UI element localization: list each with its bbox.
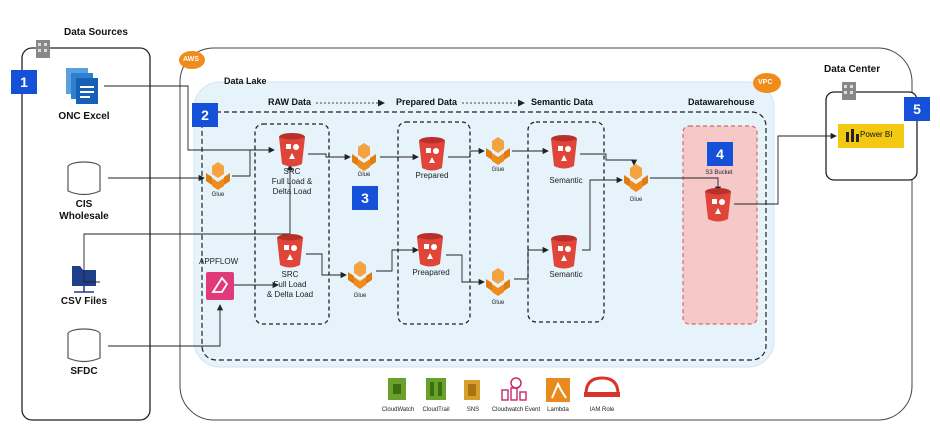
semantic-top-label: Semantic — [549, 176, 583, 185]
source-onc-excel: ONC Excel — [58, 111, 110, 122]
database-icon — [67, 161, 101, 196]
service-sns: SNS — [466, 407, 480, 413]
service-cloudwatch-event: Cloudwatch Event — [491, 407, 541, 413]
building-icon — [36, 40, 50, 58]
cloudwatch-icon — [388, 378, 406, 400]
appflow-icon — [206, 272, 234, 300]
warehouse-stage-box — [682, 125, 758, 325]
cloudwatch-event-icon — [501, 377, 527, 401]
s3-bucket-icon — [277, 234, 303, 268]
s3-bucket-icon — [551, 135, 577, 169]
service-cloudwatch: CloudWatch — [381, 407, 415, 413]
data-lake-label: Data Lake — [224, 76, 267, 86]
building-icon — [842, 82, 856, 100]
glue-label: Glue — [629, 197, 643, 203]
lambda-icon — [546, 378, 570, 402]
raw-stage-box — [254, 123, 330, 325]
source-cis-wholesale: CIS Wholesale — [59, 199, 109, 222]
appflow-label: APPFLOW — [199, 257, 239, 266]
s3-bucket-icon — [551, 235, 577, 269]
semantic-bottom-label: Semantic — [549, 270, 583, 279]
stage-raw-label: RAW Data — [268, 97, 312, 107]
powerbi-icon — [846, 129, 859, 142]
step-badge-4: 4 — [707, 142, 733, 166]
glue-label: Glue — [357, 172, 371, 178]
step-badge-2: 2 — [192, 103, 218, 127]
glue-label: Glue — [491, 300, 505, 306]
cloudtrail-icon — [426, 378, 446, 400]
vpc-cloud-icon — [753, 73, 781, 93]
processing-region — [201, 111, 767, 361]
database-icon — [67, 328, 101, 363]
service-cloudtrail: CloudTrail — [422, 407, 450, 413]
aws-cloud-icon — [179, 51, 205, 69]
stage-prepared-label: Prepared Data — [396, 97, 458, 107]
glue-label: Glue — [353, 293, 367, 299]
sns-icon — [464, 380, 480, 400]
source-csv-files: CSV Files — [60, 296, 108, 307]
stage-semantic-label: Semantic Data — [531, 97, 594, 107]
powerbi-label: Power BI — [860, 130, 893, 139]
s3-bucket-icon — [419, 137, 445, 171]
service-iam-role: IAM Role — [589, 407, 615, 413]
s3-bucket-label: S3 Bucket — [705, 170, 733, 176]
s3-bucket-icon — [279, 133, 305, 167]
s3-bucket-icon — [417, 233, 443, 267]
prepared-bottom-label: Preapared — [412, 268, 450, 277]
service-lambda: Lambda — [547, 407, 569, 413]
data-center-title: Data Center — [824, 64, 881, 75]
source-sfdc: SFDC — [70, 366, 98, 377]
prepared-top-label: Prepared — [415, 171, 449, 180]
aws-badge: AWS — [183, 56, 199, 63]
stage-warehouse-label: Datawarehouse — [688, 97, 755, 107]
semantic-stage-box — [527, 121, 605, 323]
step-badge-5: 5 — [904, 97, 930, 121]
s3-bucket-icon — [705, 188, 731, 222]
glue-label: Glue — [211, 192, 225, 198]
vpc-badge: VPC — [758, 79, 773, 86]
glue-label: Glue — [491, 167, 505, 173]
excel-document-icon — [66, 68, 98, 104]
data-sources-title: Data Sources — [64, 27, 128, 38]
step-badge-1: 1 — [11, 70, 37, 94]
step-badge-3: 3 — [352, 186, 378, 210]
prepared-stage-box — [397, 121, 471, 325]
data-lake-area — [193, 81, 775, 368]
iam-role-icon — [584, 376, 620, 397]
